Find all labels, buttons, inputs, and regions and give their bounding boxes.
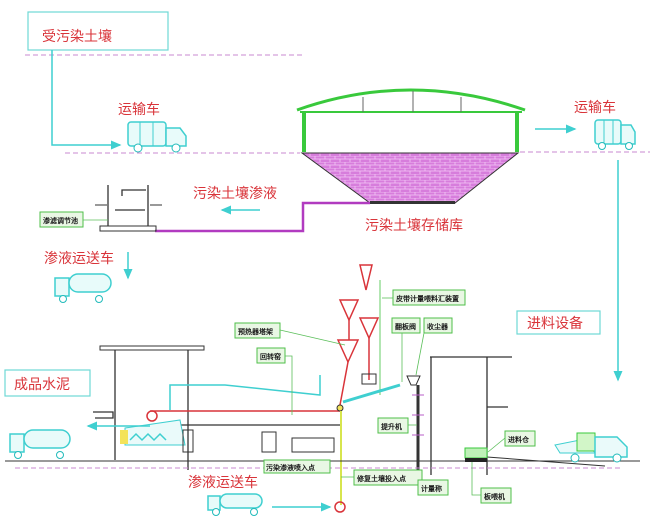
soil-input-label: 修复土壤投入点 — [341, 469, 423, 486]
svg-text:提升机: 提升机 — [380, 422, 402, 431]
injection-point-marker — [336, 404, 344, 412]
flap-valve-label: 翻板阀 — [391, 317, 421, 382]
svg-text:预热器塔架: 预热器塔架 — [238, 327, 273, 336]
clinker-cooler — [120, 419, 186, 446]
feed-bin-label: 进料仓 — [487, 430, 536, 453]
finished-cement-box: 成品水泥 — [4, 369, 91, 397]
svg-text:皮带计量喂料汇装置: 皮带计量喂料汇装置 — [395, 294, 459, 303]
leachate-truck-bottom-label: 渗液运送车 — [188, 474, 258, 491]
leachate-injection-label: 污染渗液喷入点 — [263, 459, 331, 474]
plate-feeder — [464, 447, 488, 462]
svg-text:翻板阀: 翻板阀 — [395, 322, 416, 331]
storage-label: 污染土壤存储库 — [365, 217, 463, 234]
svg-text:渗滤调节池: 渗滤调节池 — [43, 216, 78, 225]
svg-text:进料仓: 进料仓 — [508, 435, 530, 444]
cement-truck-icon — [9, 429, 71, 459]
svg-text:污染渗液喷入点: 污染渗液喷入点 — [266, 463, 315, 472]
leachate-label: 污染土壤渗液 — [193, 185, 277, 202]
dump-truck-icon — [554, 432, 628, 463]
leachate-truck-top-icon — [54, 273, 112, 303]
belt-feeder-label: 皮带计量喂料汇装置 — [382, 289, 466, 306]
tertiary-air-duct — [169, 375, 321, 410]
ramp-line — [486, 456, 606, 467]
belt-conveyor — [342, 383, 401, 404]
dust-collector-icon — [406, 375, 421, 386]
kiln-support-1 — [182, 429, 194, 453]
flow-arrow-soil-to-truck — [51, 50, 122, 150]
svg-text:成品水泥: 成品水泥 — [14, 377, 70, 393]
contaminated-soil-box: 受污染土壤 — [27, 11, 169, 51]
storage-building — [296, 88, 526, 204]
svg-text:修复土壤投入点: 修复土壤投入点 — [356, 474, 406, 483]
svg-text:回转窑: 回转窑 — [260, 352, 281, 361]
svg-text:计量称: 计量称 — [421, 484, 442, 493]
svg-text:收尘器: 收尘器 — [427, 322, 449, 331]
elevator-label: 提升机 — [377, 417, 417, 434]
leachate-pool-label: 渗滤调节池 — [39, 211, 108, 228]
leachate-truck-bottom-icon — [207, 493, 263, 516]
storage-pit — [300, 152, 520, 204]
preheater-tower — [336, 264, 381, 406]
kiln-burner-icon — [146, 410, 158, 422]
svg-text:板喂机: 板喂机 — [484, 492, 505, 501]
rotary-kiln-label: 回转窑 — [256, 347, 293, 415]
svg-text:进料设备: 进料设备 — [527, 315, 583, 332]
cement-plant-building — [93, 345, 205, 470]
leachate-pool — [95, 185, 162, 232]
kiln-support-2 — [261, 431, 277, 453]
leachate-pump-icon — [334, 501, 346, 513]
dust-collector-label: 收尘器 — [415, 317, 453, 376]
kiln-support-3 — [291, 437, 335, 453]
transport-truck-left-label: 运输车 — [118, 101, 160, 118]
plate-feeder-label: 板喂机 — [471, 462, 512, 504]
leachate-pipe — [155, 201, 370, 233]
metering-scale-label: 计量称 — [417, 479, 449, 496]
feeding-equipment-box: 进料设备 — [516, 310, 601, 335]
preheater-tower-label: 预热器塔架 — [234, 322, 346, 346]
transport-truck-right-icon — [594, 119, 636, 150]
transport-truck-left-icon — [127, 121, 187, 153]
contaminated-soil-label: 受污染土壤 — [42, 28, 112, 45]
transport-truck-right-label: 运输车 — [574, 99, 616, 116]
leachate-truck-top-label: 渗液运送车 — [44, 250, 114, 267]
